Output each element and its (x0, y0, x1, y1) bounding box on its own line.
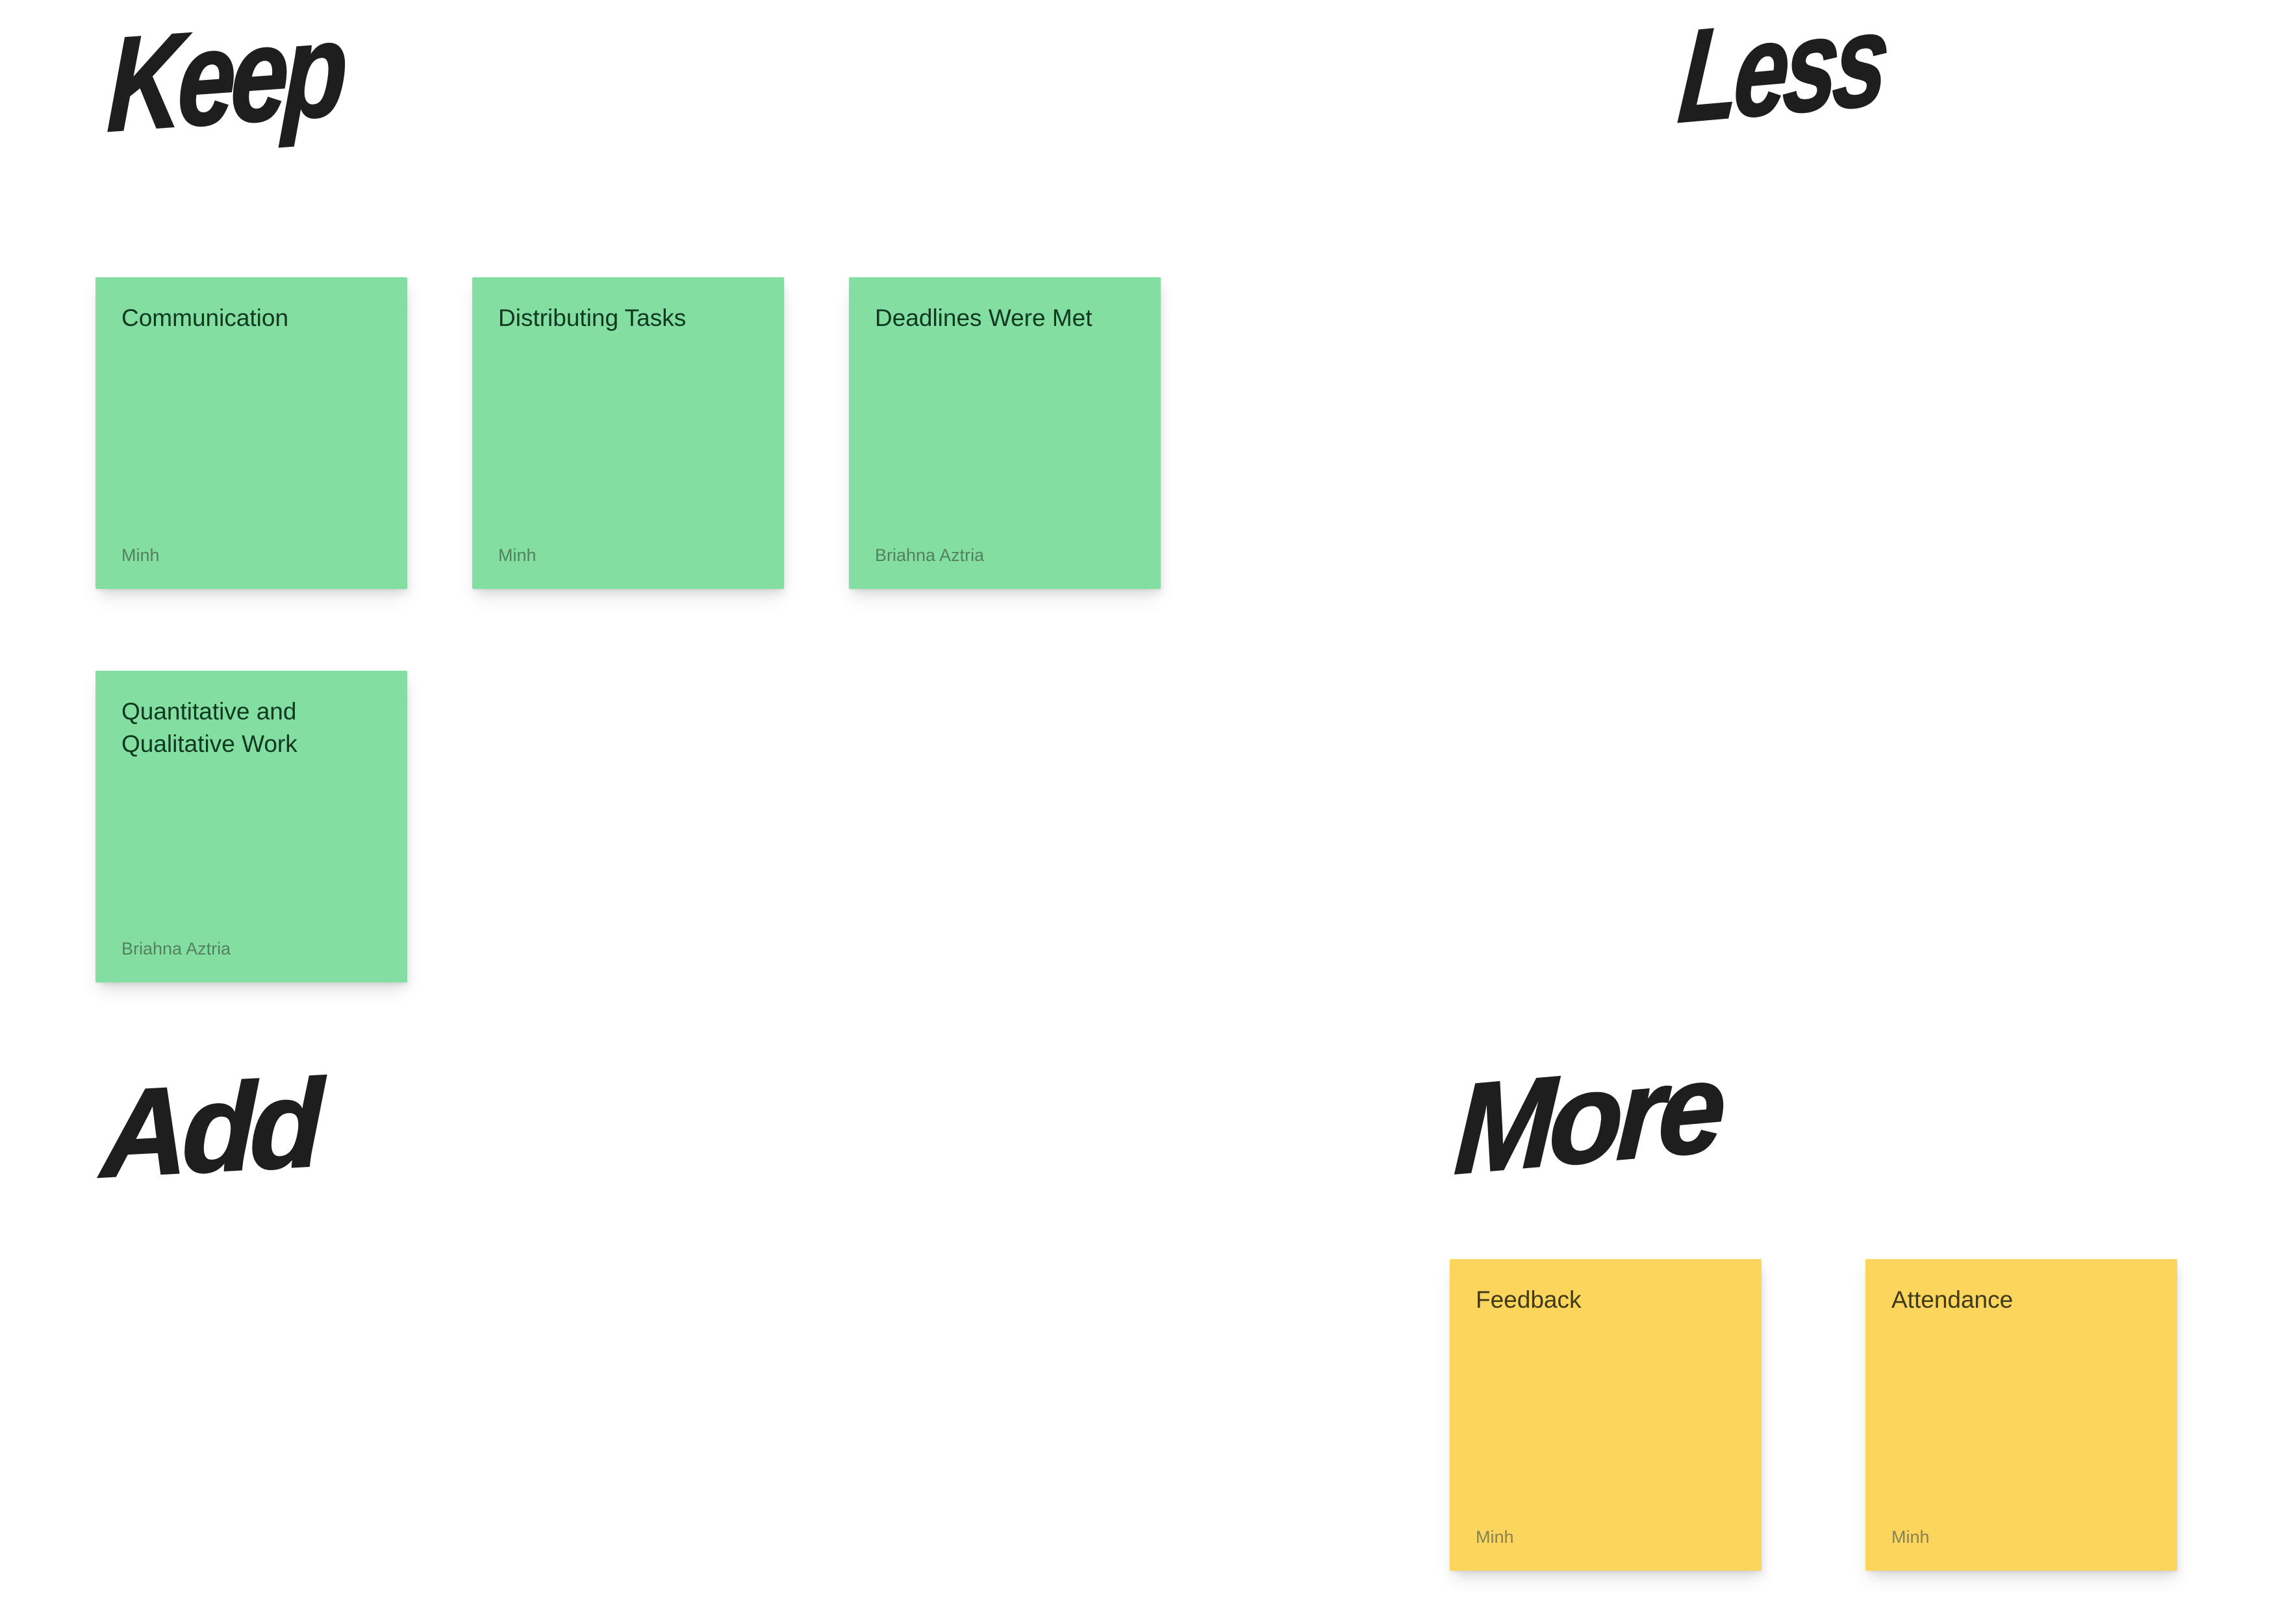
section-header-keep[interactable]: Keep (105, 0, 346, 160)
sticky-note-text: Distributing Tasks (498, 305, 687, 331)
sticky-note-text: Quantitative and Qualitative Work (121, 698, 297, 757)
section-header-add[interactable]: Add (99, 1053, 320, 1205)
sticky-note-feedback[interactable]: Feedback Minh (1450, 1259, 1762, 1571)
sticky-note-text: Deadlines Were Met (875, 305, 1093, 331)
sticky-note-author: Minh (121, 545, 160, 565)
sticky-note-communication[interactable]: Communication Minh (95, 277, 407, 589)
sticky-note-attendance[interactable]: Attendance Minh (1865, 1259, 2177, 1571)
sticky-note-author: Minh (1476, 1527, 1514, 1547)
sticky-note-text: Attendance (1891, 1286, 2014, 1313)
sticky-note-quantitative-qualitative[interactable]: Quantitative and Qualitative Work Briahn… (95, 671, 407, 982)
sticky-note-author: Briahna Aztria (875, 545, 985, 565)
sticky-note-deadlines-were-met[interactable]: Deadlines Were Met Briahna Aztria (849, 277, 1161, 589)
section-header-less[interactable]: Less (1673, 0, 1891, 151)
sticky-note-text: Feedback (1476, 1286, 1582, 1313)
section-header-more[interactable]: More (1451, 1034, 1725, 1202)
sticky-note-author: Briahna Aztria (121, 938, 231, 958)
sticky-note-text: Communication (121, 305, 289, 331)
sticky-note-distributing-tasks[interactable]: Distributing Tasks Minh (472, 277, 784, 589)
sticky-note-author: Minh (498, 545, 537, 565)
sticky-note-author: Minh (1891, 1527, 1930, 1547)
